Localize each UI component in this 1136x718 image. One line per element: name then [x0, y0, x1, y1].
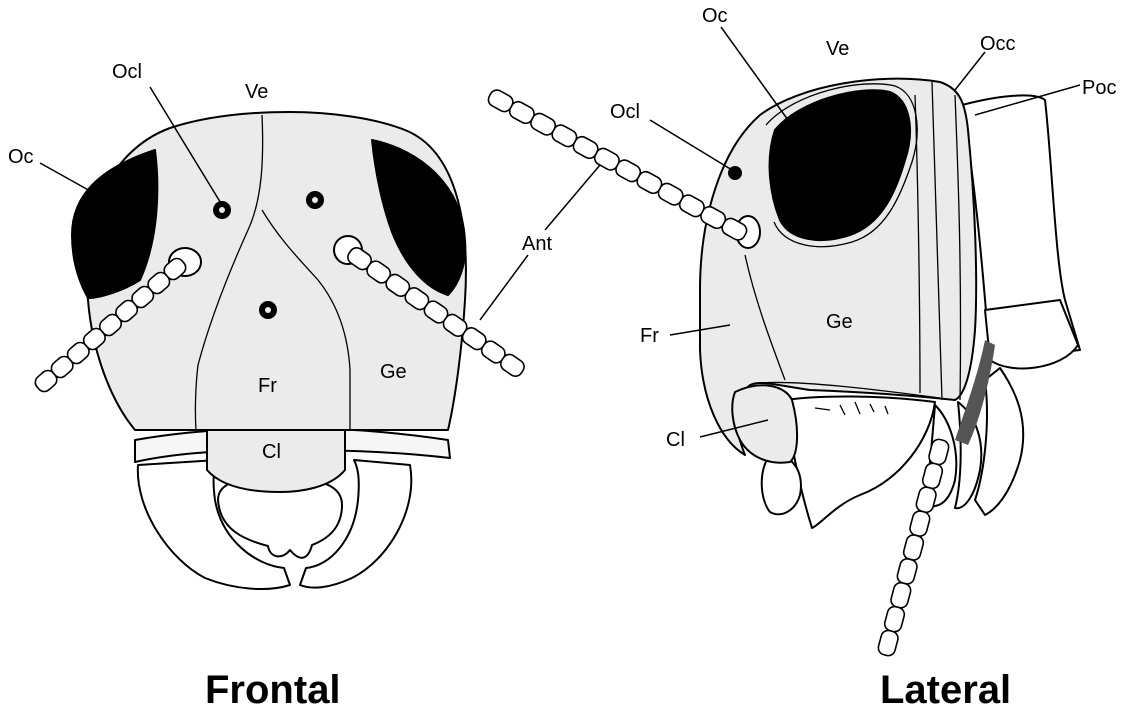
label-lateral-poc: Poc: [1082, 77, 1116, 99]
lateral-palp-segment: [889, 581, 912, 609]
label-lateral-oc: Oc: [702, 5, 728, 27]
leader-frontal-oc: [40, 163, 92, 192]
leader-lateral-occ: [955, 52, 985, 90]
lateral-palp-segment: [902, 533, 925, 561]
label-frontal-ve: Ve: [245, 81, 268, 103]
lateral-palp-segment: [883, 605, 906, 633]
label-lateral-ge: Ge: [826, 311, 853, 333]
label-frontal-oc: Oc: [8, 146, 34, 168]
label-lateral-occ: Occ: [980, 33, 1016, 55]
frontal-view: [32, 112, 526, 589]
lateral-palp-segment: [877, 629, 900, 657]
label-lateral-ocl: Ocl: [610, 101, 640, 123]
frontal-ocellus-median-center: [265, 307, 271, 313]
label-frontal-ocl: Ocl: [112, 61, 142, 83]
label-frontal-fr: Fr: [258, 375, 277, 397]
label-lateral-ve: Ve: [826, 38, 849, 60]
lateral-palp-segment: [915, 486, 938, 514]
title-lateral: Lateral: [880, 668, 1011, 712]
leader-ant-lateral: [545, 165, 600, 230]
frontal-ocellus-left-center: [219, 207, 225, 213]
lateral-mandible: [785, 396, 935, 528]
label-frontal-cl: Cl: [262, 441, 281, 463]
leader-lateral-ocl: [650, 120, 732, 170]
label-lateral-cl: Cl: [666, 429, 685, 451]
frontal-ocellus-right-center: [312, 197, 318, 203]
leader-ant-frontal: [480, 255, 528, 320]
title-frontal: Frontal: [205, 668, 341, 712]
lateral-palp-segment: [908, 509, 931, 537]
lateral-prothorax-plate: [985, 300, 1078, 368]
leader-lateral-oc: [721, 27, 788, 120]
label-frontal-ge: Ge: [380, 361, 407, 383]
label-ant: Ant: [522, 233, 552, 255]
lateral-view: [486, 79, 1080, 658]
lateral-palp-segment: [896, 557, 919, 585]
label-lateral-fr: Fr: [640, 325, 659, 347]
